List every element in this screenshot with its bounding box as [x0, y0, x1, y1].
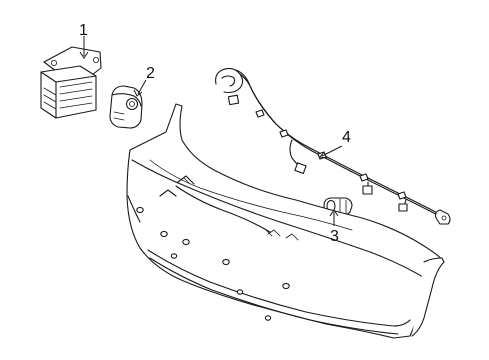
- callout-3: 3: [330, 228, 339, 245]
- buzzer: [109, 85, 143, 129]
- callout-2: 2: [146, 65, 155, 82]
- leader-lines: [79, 36, 343, 226]
- rear-bumper-cover: [126, 103, 445, 339]
- control-module: [40, 46, 102, 119]
- callout-4: 4: [342, 129, 351, 146]
- callout-1: 1: [79, 22, 88, 39]
- wiring-harness: [215, 67, 451, 225]
